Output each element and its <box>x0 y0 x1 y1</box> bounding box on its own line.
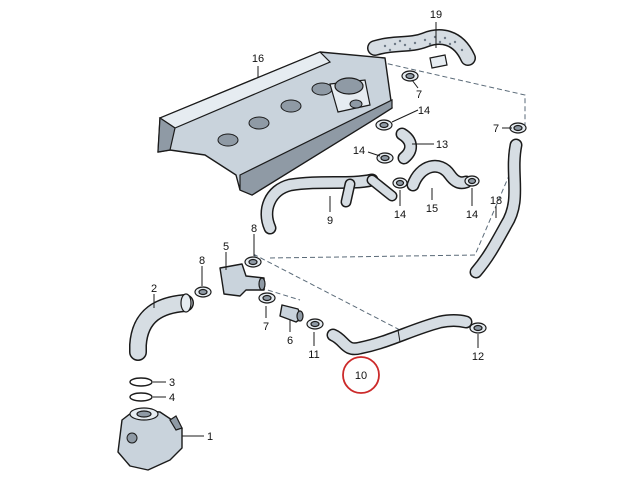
label-7c: 7 <box>493 123 499 135</box>
label-18: 18 <box>490 195 502 207</box>
highlight-circle <box>342 356 380 394</box>
label-5: 5 <box>223 241 229 253</box>
label-11: 11 <box>308 349 319 361</box>
clamp-12 <box>469 322 487 334</box>
label-14c: 14 <box>394 209 406 221</box>
clamp-14c <box>392 177 408 189</box>
valve-1 <box>117 407 183 471</box>
label-9: 9 <box>327 215 333 227</box>
hose-13 <box>395 127 417 165</box>
clamp-14b <box>376 152 394 164</box>
clamp-8b <box>244 256 262 268</box>
label-1: 1 <box>207 431 213 443</box>
label-2: 2 <box>151 283 157 295</box>
breather-hose-19 <box>367 29 476 69</box>
t-piece-5 <box>219 263 266 297</box>
label-4: 4 <box>169 392 175 404</box>
clamp-7b <box>258 292 276 304</box>
part-labels: 19 16 7 14 7 13 14 14 15 14 18 9 8 5 8 2… <box>151 9 502 443</box>
label-14a: 14 <box>418 105 430 117</box>
clamp-11 <box>306 318 324 330</box>
label-15: 15 <box>426 203 438 215</box>
label-16: 16 <box>252 53 264 65</box>
hose-15 <box>406 159 473 192</box>
label-6: 6 <box>287 335 293 347</box>
label-13: 13 <box>436 139 448 151</box>
label-19: 19 <box>430 9 442 21</box>
leader-lines <box>153 22 512 437</box>
clamp-7c <box>509 122 527 134</box>
hose-2 <box>129 293 194 361</box>
connector-6 <box>279 304 304 323</box>
hose-9 <box>260 173 398 235</box>
hose-10 <box>326 314 473 356</box>
label-8a: 8 <box>199 255 205 267</box>
cylinder-head-cover <box>157 51 393 196</box>
label-3: 3 <box>169 377 175 389</box>
clamp-8a <box>194 286 212 298</box>
label-12: 12 <box>472 351 484 363</box>
clamp-7a <box>401 70 419 82</box>
label-10: 10 <box>355 370 367 382</box>
o-ring-3 <box>129 377 153 387</box>
hose-18 <box>469 138 523 279</box>
ring-4 <box>129 392 153 402</box>
label-14b: 14 <box>353 145 365 157</box>
label-7b: 7 <box>263 321 269 333</box>
label-8b: 8 <box>251 223 257 235</box>
label-14d: 14 <box>466 209 478 221</box>
clamp-14a <box>375 119 393 131</box>
label-7a: 7 <box>416 89 422 101</box>
clamp-14d <box>464 175 480 187</box>
